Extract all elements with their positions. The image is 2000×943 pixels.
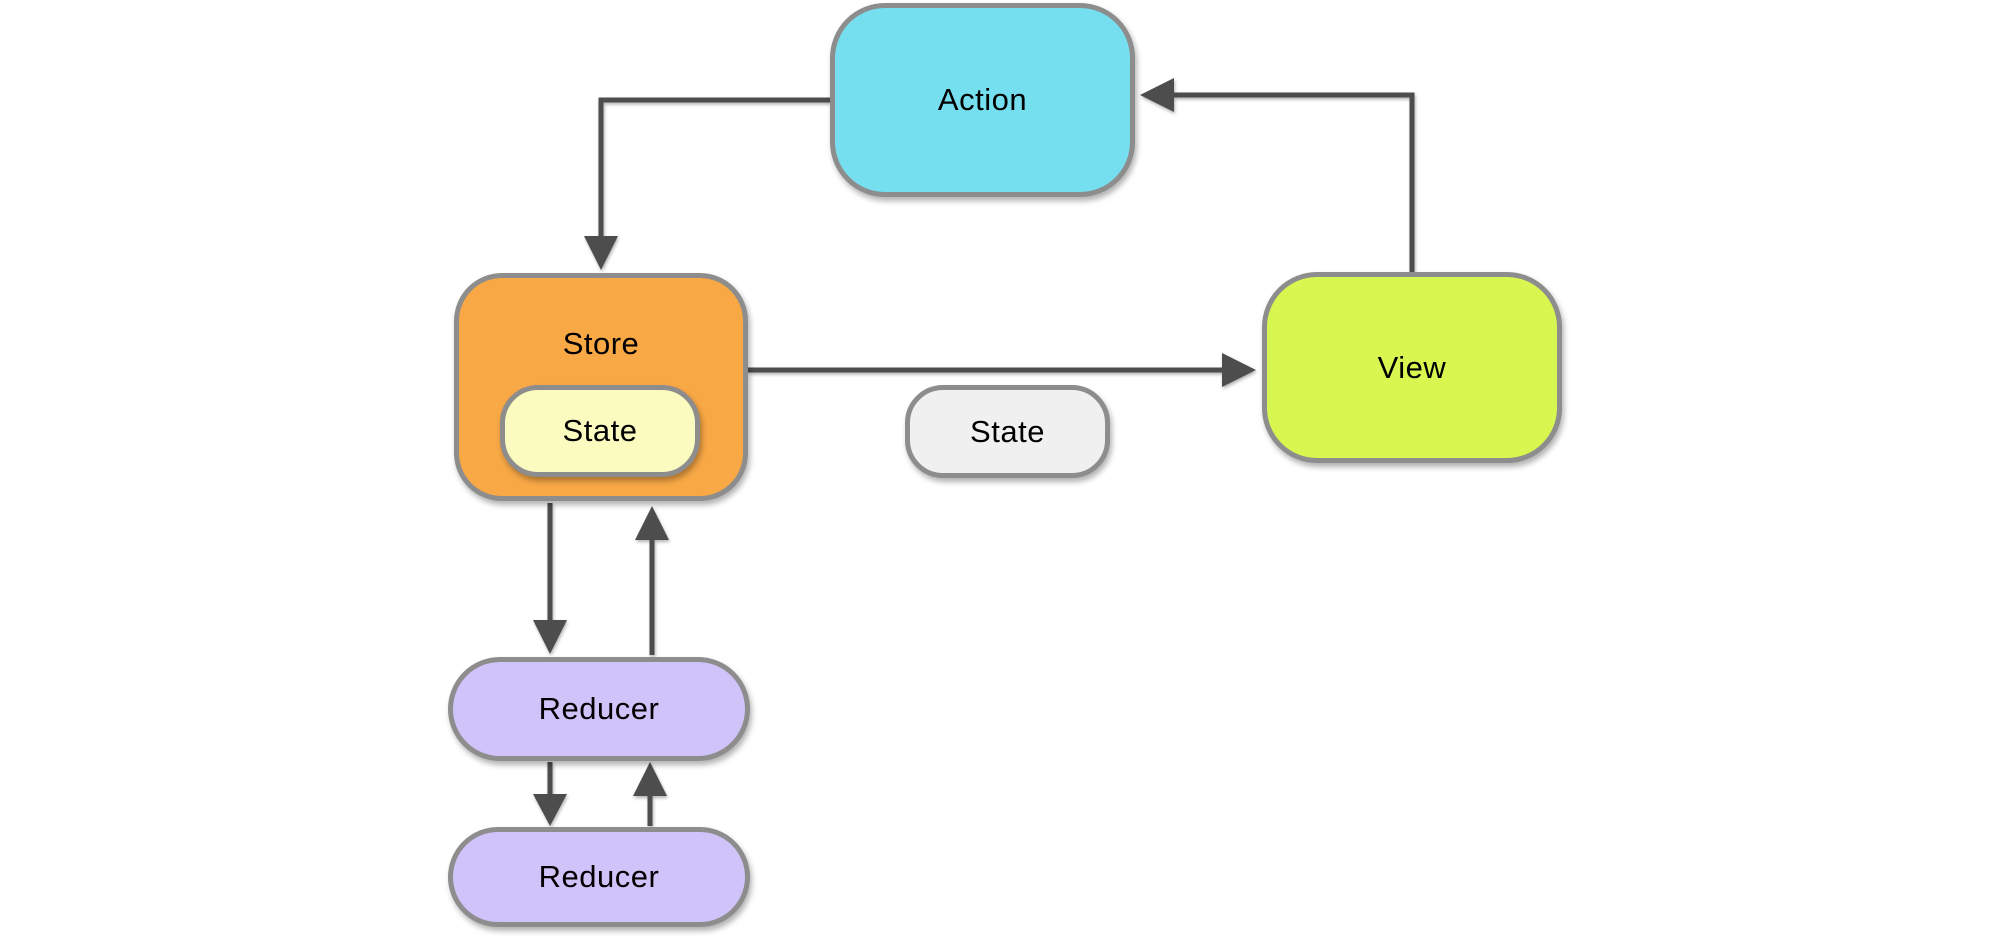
arrow-action-to-store [584, 97, 830, 270]
node-action: Action [830, 3, 1135, 197]
arrow-reducer2-to-reducer1 [633, 762, 667, 826]
node-reducer-1-label: Reducer [538, 691, 660, 726]
arrow-store-to-reducer1 [533, 503, 567, 654]
arrow-reducer1-to-store [635, 506, 669, 655]
node-state-label: State [970, 413, 1045, 449]
node-state: State [905, 385, 1110, 478]
node-view-label: View [1377, 349, 1447, 385]
node-store: Store State [454, 273, 748, 501]
node-reducer-2-label: Reducer [538, 859, 660, 894]
node-store-state-label: State [562, 413, 638, 448]
node-action-label: Action [937, 82, 1028, 117]
arrow-reducer1-to-reducer2 [533, 762, 567, 826]
node-store-label: Store [562, 326, 640, 361]
node-reducer-1: Reducer [448, 657, 750, 761]
node-store-state: State [500, 385, 700, 477]
node-view: View [1262, 272, 1562, 463]
arrow-view-to-action [1140, 78, 1415, 272]
arrow-store-to-view [748, 353, 1256, 387]
node-reducer-2: Reducer [448, 827, 750, 927]
